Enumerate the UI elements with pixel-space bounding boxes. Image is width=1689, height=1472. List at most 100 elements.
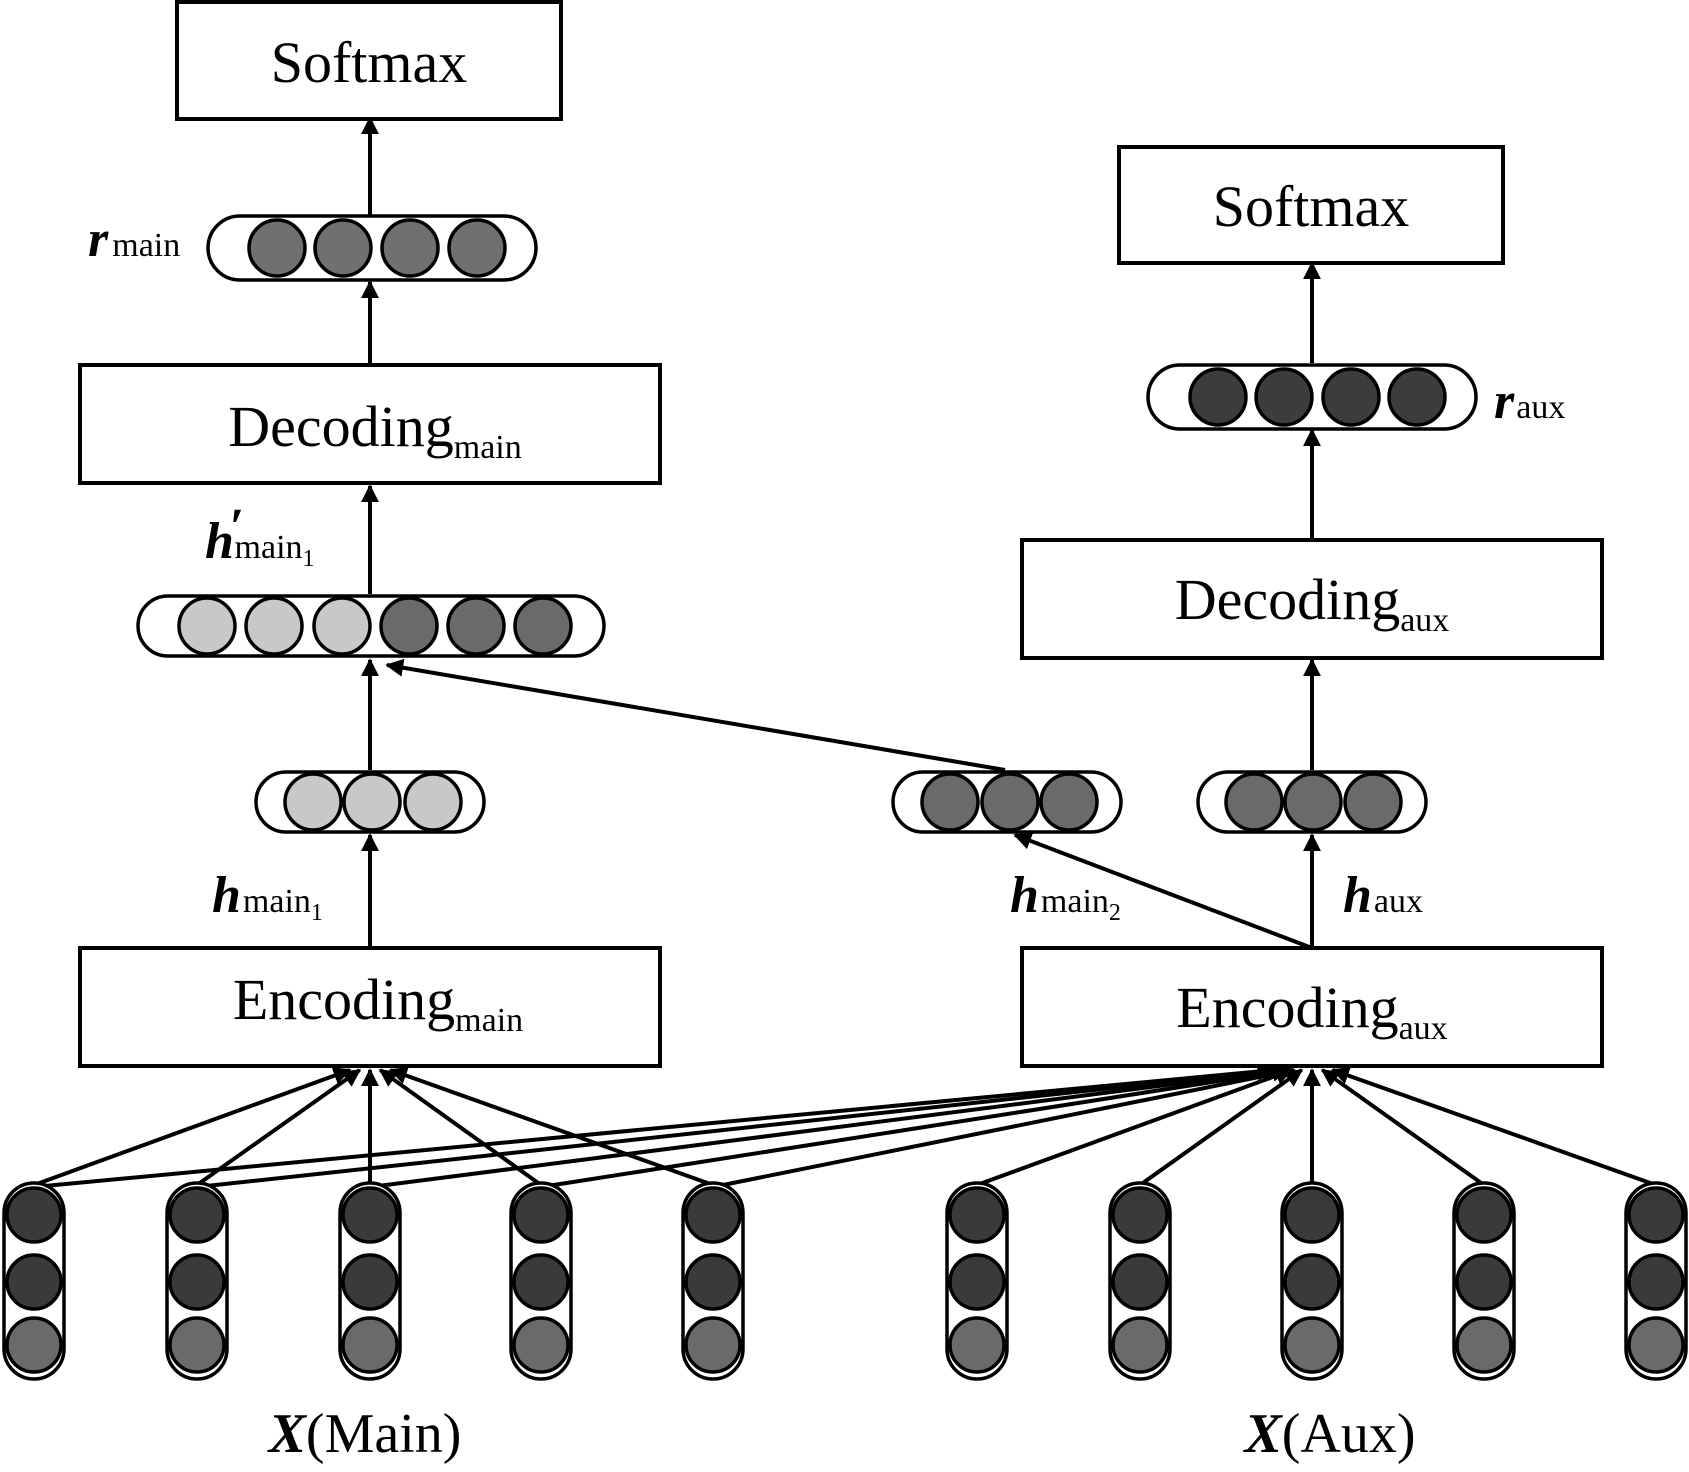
edge-main-input-4-to-encoding-main (378, 1068, 543, 1187)
input-node (948, 1316, 1006, 1374)
input-node (341, 1186, 399, 1244)
aux-input-column-3 (1280, 1181, 1344, 1381)
vector-node (447, 218, 507, 278)
input-node (168, 1186, 226, 1244)
h-aux-vector (1196, 770, 1428, 834)
vector-node (1343, 772, 1403, 832)
input-node (512, 1316, 570, 1374)
aux-input-column-5 (1624, 1181, 1688, 1381)
softmax-aux-box: Softmax (1117, 145, 1505, 265)
vectors (136, 214, 1478, 834)
input-node (948, 1253, 1006, 1311)
vector-node (513, 596, 573, 656)
input-node (948, 1186, 1006, 1244)
vector-node (177, 596, 237, 656)
vector-node (403, 772, 463, 832)
input-node (1283, 1316, 1341, 1374)
vector-node (379, 596, 439, 656)
vector-node (380, 218, 440, 278)
vector-node (244, 596, 304, 656)
input-node (5, 1186, 63, 1244)
edge-main-input-1-to-encoding-main (33, 1067, 352, 1187)
main-input-column-1 (2, 1181, 66, 1381)
h-main1-label: hmain1 (212, 867, 323, 926)
softmax-main-label: Softmax (271, 30, 468, 95)
aux-input-column-4 (1452, 1181, 1516, 1381)
vector-node (1224, 772, 1284, 832)
input-node (341, 1316, 399, 1374)
input-node (5, 1253, 63, 1311)
aux-input-column-2 (1108, 1181, 1172, 1381)
vector-node (247, 218, 307, 278)
h-prime-main1-label: h′main1 (205, 499, 315, 572)
edge-main-input-2-to-encoding-main (195, 1068, 362, 1187)
main-input-column-3 (338, 1181, 402, 1381)
vector-node (342, 772, 402, 832)
main-input-column-5 (681, 1181, 745, 1381)
edge-aux-input-4-to-encoding-aux (1320, 1068, 1486, 1187)
input-node (168, 1316, 226, 1374)
vector-node (1039, 772, 1099, 832)
edge-aux-input-5-to-encoding-aux (1330, 1066, 1657, 1187)
vector-node (980, 772, 1040, 832)
x-aux-label: X(Aux) (1242, 1403, 1415, 1465)
r-aux-vector (1146, 363, 1478, 431)
vector-node (1188, 367, 1248, 427)
input-node (1455, 1253, 1513, 1311)
h-prime-main1-vector (136, 594, 606, 658)
encoding-aux-label: Encodingaux (1176, 975, 1447, 1047)
arrow-encoding-aux-to-hmain2 (1013, 832, 1313, 950)
vector-node (920, 772, 980, 832)
edges (33, 116, 1657, 1189)
input-node (684, 1186, 742, 1244)
input-node (1627, 1316, 1685, 1374)
input-labels: X(Main) X(Aux) (267, 1403, 1416, 1465)
h-aux-label: haux (1343, 867, 1423, 924)
edge-main-input-5-to-encoding-main (388, 1066, 714, 1187)
input-node (1455, 1316, 1513, 1374)
boxes: Softmax Softmax Decodingmain Decodingaux… (78, 0, 1604, 1068)
input-node (1455, 1186, 1513, 1244)
edge-aux-input-1-to-encoding-aux (976, 1067, 1294, 1187)
input-node (1111, 1186, 1169, 1244)
input-node (512, 1186, 570, 1244)
vector-node (1321, 367, 1381, 427)
input-node (684, 1316, 742, 1374)
vector-node (313, 218, 373, 278)
input-node (5, 1316, 63, 1374)
encoding-main-box: Encodingmain (78, 946, 662, 1068)
softmax-main-box: Softmax (175, 0, 563, 121)
decoding-main-label: Decodingmain (228, 394, 521, 466)
aux-input-column-1 (945, 1181, 1009, 1381)
decoding-aux-box: Decodingaux (1020, 538, 1604, 660)
decoding-main-box: Decodingmain (78, 363, 662, 485)
main-input-column-4 (509, 1181, 573, 1381)
r-main-vector (206, 214, 538, 282)
input-node (1111, 1253, 1169, 1311)
input-node (1283, 1253, 1341, 1311)
input-fan-edges (33, 1062, 1657, 1189)
input-columns (2, 1181, 1688, 1381)
edge-main-input-3-to-encoding-aux (369, 1063, 1286, 1189)
vector-node (1254, 367, 1314, 427)
main-input-column-2 (165, 1181, 229, 1381)
input-node (1627, 1186, 1685, 1244)
encoding-main-label: Encodingmain (233, 967, 523, 1039)
h-main2-label: hmain2 (1010, 867, 1121, 926)
input-node (168, 1253, 226, 1311)
input-node (1111, 1316, 1169, 1374)
edge-main-input-1-to-encoding-aux (33, 1062, 1276, 1189)
h-main1-vector (254, 770, 486, 834)
encoding-aux-box: Encodingaux (1020, 946, 1604, 1068)
vector-node (1387, 367, 1447, 427)
input-node (512, 1253, 570, 1311)
vector-node (312, 596, 372, 656)
input-node (1283, 1186, 1341, 1244)
softmax-aux-label: Softmax (1213, 174, 1410, 239)
input-node (684, 1253, 742, 1311)
edge-main-input-2-to-encoding-aux (196, 1062, 1281, 1189)
vector-node (1283, 772, 1343, 832)
